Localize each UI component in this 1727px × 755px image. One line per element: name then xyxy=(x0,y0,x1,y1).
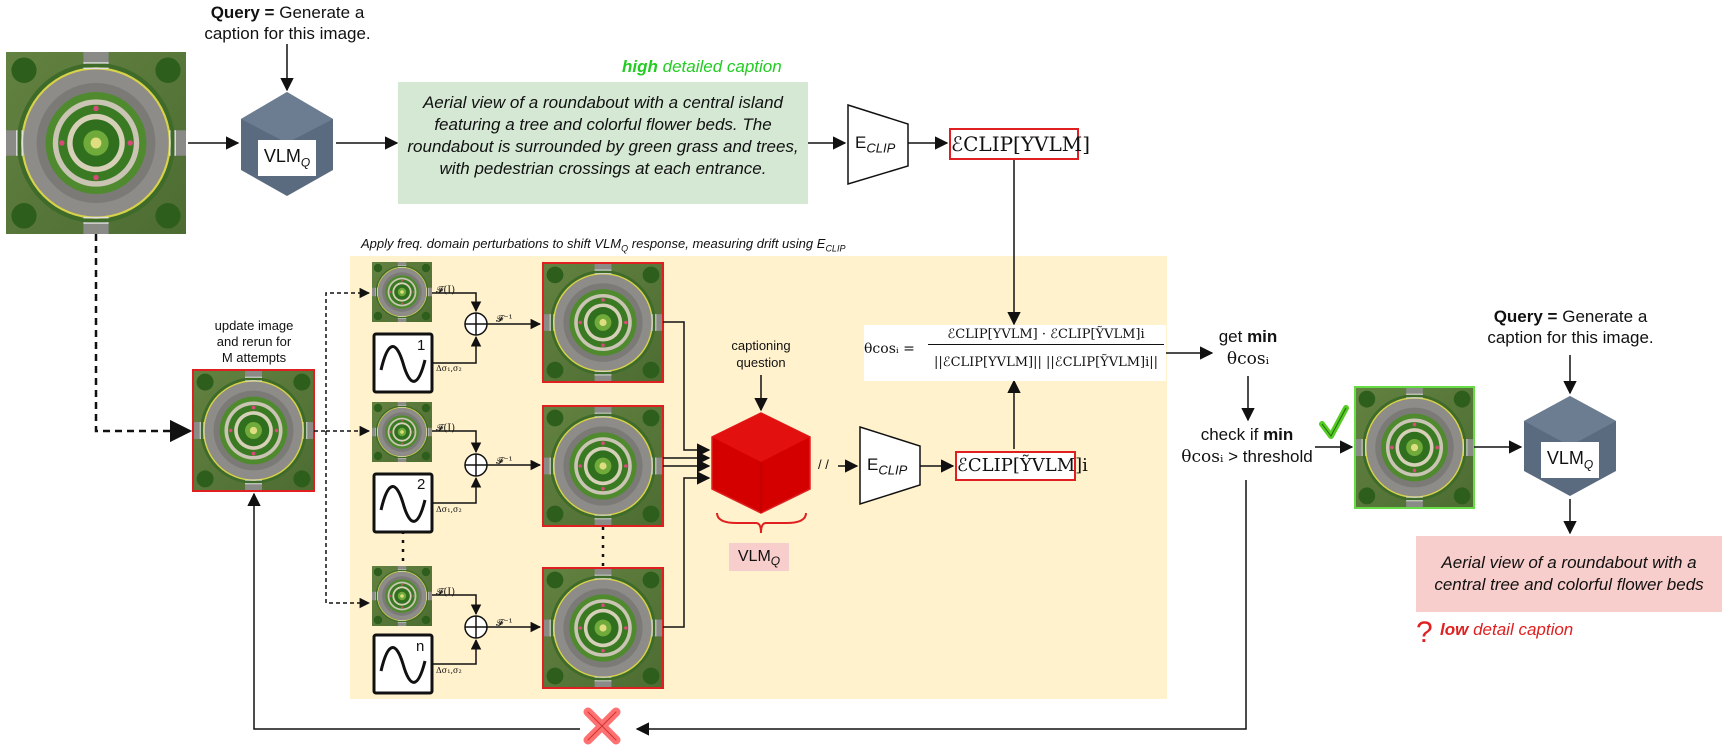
captioning-question: captioning question xyxy=(711,337,811,371)
high-tag-rest: detailed caption xyxy=(662,57,782,76)
high-caption-box: Aerial view of a roundabout with a centr… xyxy=(398,82,808,204)
vlm-right-text: VLM xyxy=(1546,448,1584,468)
checkmark-outline xyxy=(1321,407,1347,437)
perturb-caption-rest: response, measuring drift using E xyxy=(628,236,826,251)
vlm-red-label: VLMQ xyxy=(729,543,789,571)
add-circle-1 xyxy=(464,312,488,336)
low-tag-rest: detail caption xyxy=(1473,620,1574,639)
update-label-line3: M attempts xyxy=(221,350,287,365)
update-label-line1: update image xyxy=(214,318,294,333)
add-circle-n xyxy=(464,615,488,639)
update-image xyxy=(192,369,315,492)
input-image-1 xyxy=(372,262,432,322)
vlm-right-label: VLMQ xyxy=(1541,448,1599,472)
checkmark-icon xyxy=(1319,405,1349,439)
wave-box-n xyxy=(372,633,434,695)
get-min-theta: θcosᵢ xyxy=(1226,349,1270,369)
wave-number-2: 2 xyxy=(417,476,426,493)
perturbed-image-1 xyxy=(542,262,664,383)
inverse-label-2: 𝓕⁻¹ xyxy=(496,456,513,467)
question-icon: ? xyxy=(1416,616,1433,649)
clip-bottom-box: ℰCLIP[ỸVLM]i xyxy=(955,451,1088,481)
low-caption-box: Aerial view of a roundabout with a centr… xyxy=(1416,536,1722,612)
check-min-bold: min xyxy=(1263,425,1294,444)
query-right-bold: Query = xyxy=(1493,307,1558,326)
vlm-top-cube xyxy=(241,92,333,196)
high-tag-bold: high xyxy=(622,57,658,76)
check-min-text: check if xyxy=(1200,425,1259,444)
perturb-caption-clip: CLIP xyxy=(825,243,846,254)
input-image-n xyxy=(372,566,432,626)
selected-image xyxy=(1354,386,1475,509)
query-top: Query = Generate a caption for this imag… xyxy=(185,2,390,44)
vlm-right-sub: Q xyxy=(1583,457,1594,472)
eclip-top-sub: CLIP xyxy=(866,140,896,156)
delta-label-n: Δσ₁,σ₂ xyxy=(436,666,462,675)
theta-denominator: ||ℰCLIP[YVLM]|| ||ℰCLIP[ỸVLM]i|| xyxy=(933,355,1159,370)
query-top-rest: Generate a xyxy=(279,3,365,22)
check-min-theta: θcosᵢ xyxy=(1181,447,1224,467)
query-right-line2: caption for this image. xyxy=(1487,328,1654,347)
captioning-question-line1: captioning xyxy=(731,338,791,353)
query-top-line2: caption for this image. xyxy=(204,24,371,43)
query-right: Query = Generate a caption for this imag… xyxy=(1468,306,1673,348)
fourier-label-1: 𝓕(I) xyxy=(436,285,456,296)
perturb-caption-q: Q xyxy=(621,243,629,254)
fourier-label-2: 𝓕(I) xyxy=(436,423,456,434)
clip-top-box: ℰCLIP[YVLM] xyxy=(949,128,1090,160)
fourier-label-n: 𝓕(I) xyxy=(436,587,456,598)
perturb-caption: Apply freq. domain perturbations to shif… xyxy=(361,236,845,254)
inverse-label-1: 𝓕⁻¹ xyxy=(496,314,513,325)
get-min-text: get xyxy=(1218,327,1243,346)
perturbed-image-n xyxy=(542,567,664,689)
theta-formula: θcosᵢ = ℰCLIP[YVLM] · ℰCLIP[ỸVLM]i ||ℰCL… xyxy=(864,325,1166,381)
vlm-top-label: VLMQ xyxy=(258,146,316,170)
eclip-bottom-sub: CLIP xyxy=(878,462,908,478)
add-circle-2 xyxy=(464,453,488,477)
vlm-red-sub: Q xyxy=(770,554,781,569)
eclip-top-label: ECLIP xyxy=(855,133,895,155)
theta-lhs: θcosᵢ = xyxy=(864,341,915,357)
vlm-red-text: VLM xyxy=(737,548,771,565)
delta-label-2: Δσ₁,σ₂ xyxy=(436,505,462,514)
vlm-red-cube xyxy=(711,412,811,534)
perturbed-image-2 xyxy=(542,405,664,527)
low-caption-tag: low detail caption xyxy=(1440,620,1573,640)
slash-label: / / xyxy=(818,457,829,472)
low-tag-bold: low xyxy=(1440,620,1469,639)
vlm-top-text: VLM xyxy=(263,146,301,166)
wave-number-n: n xyxy=(416,638,425,655)
vlm-top-sub: Q xyxy=(300,155,311,170)
original-image xyxy=(6,52,186,234)
perturb-caption-text: Apply freq. domain perturbations to shif… xyxy=(361,236,622,251)
get-min-bold: min xyxy=(1247,327,1278,346)
eclip-bottom-label: ECLIP xyxy=(867,455,907,477)
check-min: check if min θcosᵢ > threshold xyxy=(1172,424,1322,468)
input-image-2 xyxy=(372,402,432,462)
theta-numerator: ℰCLIP[YVLM] · ℰCLIP[ỸVLM]i xyxy=(928,327,1164,345)
eclip-bottom-trapezoid xyxy=(859,425,921,506)
query-top-bold: Query = xyxy=(210,3,275,22)
get-min: get min θcosᵢ xyxy=(1208,326,1288,370)
delta-label-1: Δσ₁,σ₂ xyxy=(436,364,462,373)
captioning-question-line2: question xyxy=(736,355,786,370)
eclip-bottom-text: E xyxy=(867,455,879,474)
vlm-right-cube xyxy=(1524,396,1616,496)
query-right-rest: Generate a xyxy=(1562,307,1648,326)
eclip-top-trapezoid xyxy=(847,103,909,186)
check-min-rest: > threshold xyxy=(1228,447,1313,466)
update-label: update image and rerun for M attempts xyxy=(198,318,310,366)
wave-number-1: 1 xyxy=(417,337,426,354)
high-caption-tag: high detailed caption xyxy=(622,57,782,77)
cross-icon xyxy=(583,707,621,745)
inverse-label-n: 𝓕⁻¹ xyxy=(496,618,513,629)
update-label-line2: and rerun for xyxy=(216,334,292,349)
arrows xyxy=(94,44,1577,736)
eclip-top-text: E xyxy=(855,133,867,152)
